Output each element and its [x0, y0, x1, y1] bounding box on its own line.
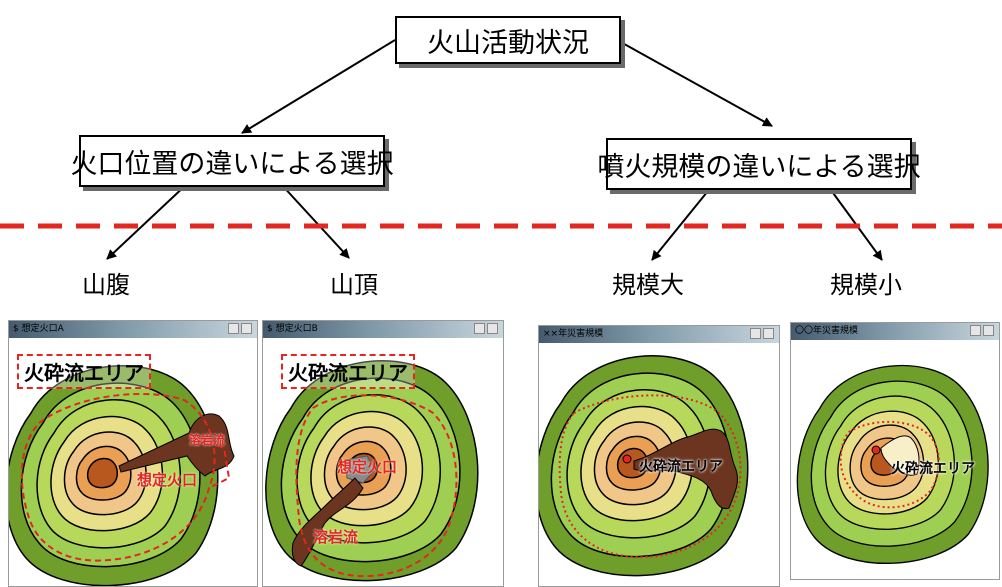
map-window-large-scale: ××年災害規模 火砕流エリア — [538, 325, 780, 587]
window-title: ××年災害規模 — [543, 329, 604, 339]
window-close-button[interactable] — [487, 323, 498, 334]
window-minimize-button[interactable] — [750, 328, 761, 339]
contour-map — [9, 365, 235, 586]
map-window-small-scale: 〇〇年災害規模 火砕流エリア — [790, 322, 1000, 580]
leaf-large-scale: 規模大 — [612, 271, 684, 299]
assumed-crater-label: 想定火口 — [337, 458, 398, 476]
branch-eruption-scale: 噴火規模の違いによる選択 — [597, 138, 921, 190]
lava-flow-shape — [291, 477, 364, 567]
pyroclastic-area-shape — [880, 435, 920, 476]
contour-ring — [86, 457, 118, 489]
lava-flow-shape — [118, 413, 235, 477]
contour-map — [265, 360, 479, 582]
map-window-flank: $ 想定火口A 火砕流エリア 想定火口 溶岩流 — [8, 320, 258, 587]
edge-right-leaf3 — [651, 185, 713, 261]
branch-label: 噴火規模の違いによる選択 — [597, 151, 921, 183]
root-label: 火山活動状況 — [427, 27, 589, 59]
leaf-summit: 山頂 — [330, 271, 378, 299]
window-minimize-button[interactable] — [474, 323, 485, 334]
edge-right-leaf4 — [827, 185, 883, 261]
leaf-small-scale: 規模小 — [830, 271, 902, 299]
branch-label: 火口位置の違いによる選択 — [70, 148, 394, 180]
window-titlebar: $ 想定火口B — [263, 321, 503, 338]
map-window-summit: $ 想定火口B 火砕流エリア 想定火口 溶岩流 — [262, 320, 504, 587]
pyroclastic-area-outline — [20, 392, 216, 562]
window-title: $ 想定火口A — [13, 324, 64, 334]
vent-marker — [622, 454, 632, 464]
pyroclastic-area-label: 火砕流エリア — [891, 461, 975, 477]
lava-flow-outline — [188, 435, 231, 489]
summit-crater — [344, 455, 376, 484]
edge-left-leaf2 — [279, 182, 350, 259]
lava-flow-shape — [633, 428, 738, 510]
window-title: $ 想定火口B — [267, 324, 318, 334]
edge-left-leaf1 — [106, 182, 189, 260]
pyroclastic-area-outline — [295, 394, 458, 578]
root-node: 火山活動状況 — [395, 16, 621, 64]
window-close-button[interactable] — [983, 325, 994, 336]
pyroclastic-area-tag: 火砕流エリア — [17, 354, 151, 389]
window-close-button[interactable] — [763, 328, 774, 339]
leaf-flank: 山腹 — [82, 271, 130, 299]
branch-crater-location: 火口位置の違いによる選択 — [70, 135, 394, 187]
window-title: 〇〇年災害規模 — [795, 326, 859, 336]
pyroclastic-area-outline — [558, 394, 742, 559]
assumed-crater-label: 想定火口 — [137, 471, 198, 489]
edge-root-right — [616, 39, 773, 127]
contour-map — [539, 355, 749, 577]
window-close-button[interactable] — [241, 323, 252, 334]
pyroclastic-area-outline — [839, 420, 940, 509]
window-titlebar: $ 想定火口A — [9, 321, 257, 338]
edge-root-left — [241, 39, 396, 134]
pyroclastic-area-label: 火砕流エリア — [639, 459, 723, 475]
vent-marker — [871, 445, 881, 455]
lava-flow-label: 溶岩流 — [189, 433, 226, 447]
lava-flow-label: 溶岩流 — [313, 528, 359, 546]
window-minimize-button[interactable] — [970, 325, 981, 336]
contour-map — [796, 364, 989, 564]
pyroclastic-area-tag: 火砕流エリア — [281, 354, 415, 389]
window-minimize-button[interactable] — [228, 323, 239, 334]
window-titlebar: ××年災害規模 — [539, 326, 779, 343]
window-titlebar: 〇〇年災害規模 — [791, 323, 999, 340]
